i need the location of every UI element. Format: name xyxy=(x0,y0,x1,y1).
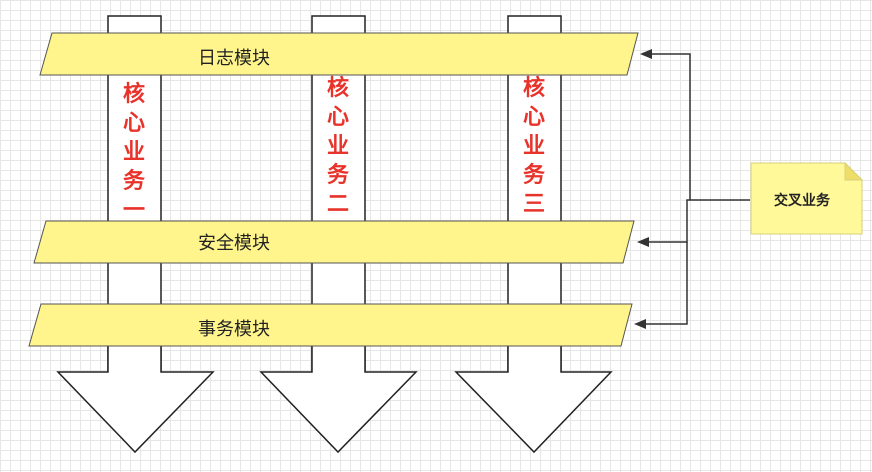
band-security xyxy=(33,220,635,264)
arrowhead-security xyxy=(637,237,649,247)
connector-lines xyxy=(644,53,750,325)
arrowhead-log xyxy=(640,49,652,59)
arrowheads xyxy=(634,49,652,329)
band-log xyxy=(39,32,639,76)
note-shape xyxy=(750,161,864,235)
band-transaction xyxy=(28,303,633,347)
arrowhead-transaction xyxy=(634,319,646,329)
